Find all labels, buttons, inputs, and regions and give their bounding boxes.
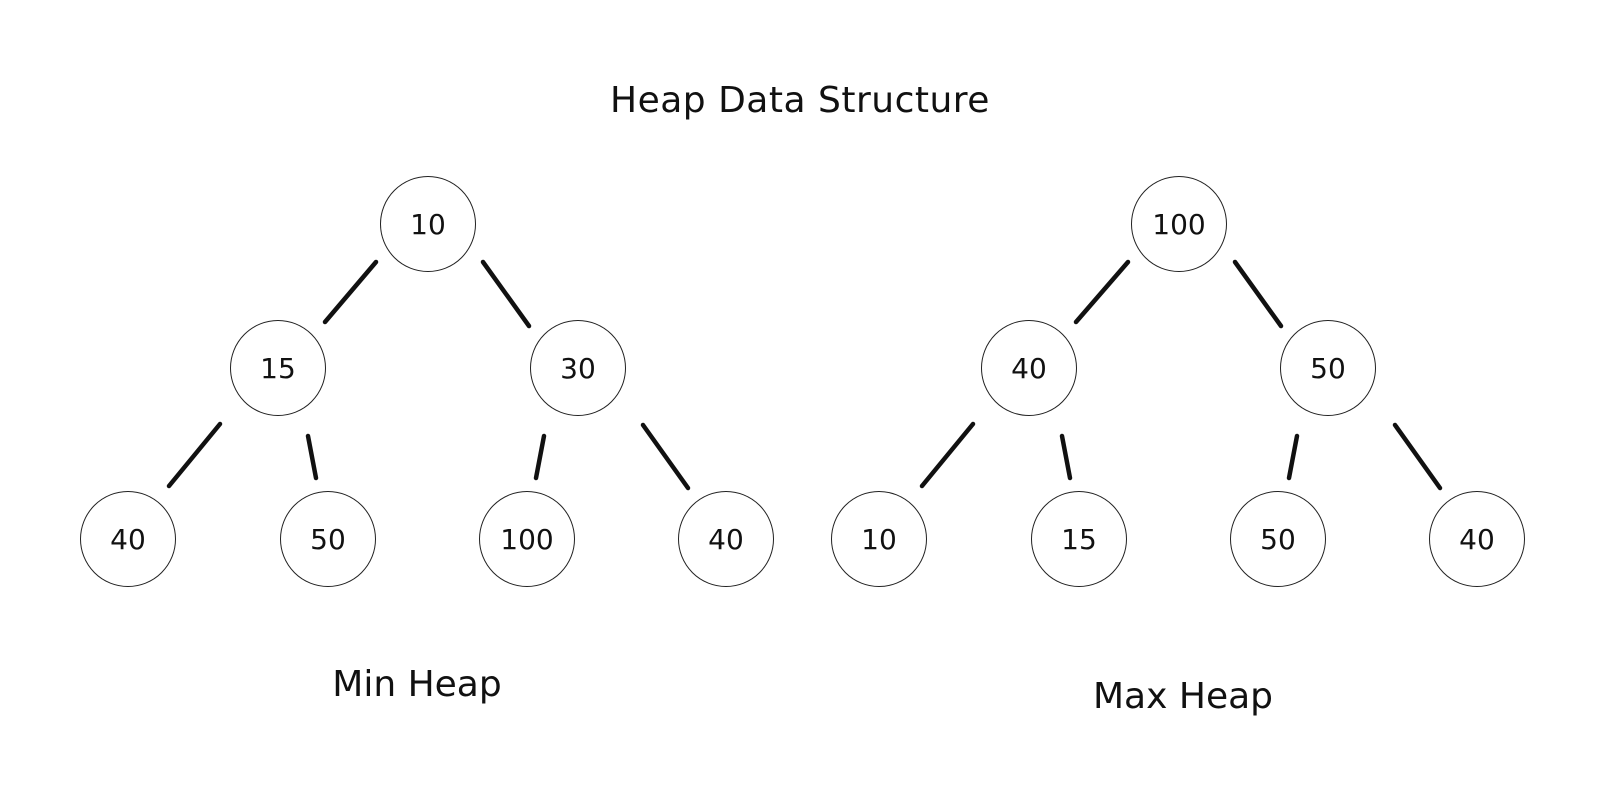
min-heap-node-right: 30 — [530, 320, 626, 416]
min-heap-node-left: 15 — [230, 320, 326, 416]
edge-max-root-right — [1232, 259, 1284, 329]
max-heap-node-leaf-4: 40 — [1429, 491, 1525, 587]
edge-max-root-left — [1073, 259, 1131, 325]
min-heap-node-leaf-1: 40 — [80, 491, 176, 587]
min-heap-node-root: 10 — [380, 176, 476, 272]
edge-max-50-left — [1286, 433, 1300, 481]
max-heap-node-leaf-1: 10 — [831, 491, 927, 587]
edge-max-40-left — [919, 421, 976, 489]
max-heap-node-leaf-2: 15 — [1031, 491, 1127, 587]
edge-max-50-right — [1392, 422, 1443, 491]
edge-min-root-left — [322, 259, 379, 325]
min-heap-label: Min Heap — [332, 664, 502, 705]
min-heap-node-leaf-2: 50 — [280, 491, 376, 587]
min-heap-node-leaf-3: 100 — [479, 491, 575, 587]
max-heap-label: Max Heap — [1093, 676, 1273, 717]
edge-min-15-right — [305, 433, 319, 481]
max-heap-node-leaf-3: 50 — [1230, 491, 1326, 587]
edge-max-40-right — [1059, 433, 1073, 481]
min-heap-node-leaf-4: 40 — [678, 491, 774, 587]
edge-min-root-right — [480, 259, 532, 329]
max-heap-node-left: 40 — [981, 320, 1077, 416]
max-heap-node-right: 50 — [1280, 320, 1376, 416]
max-heap-node-root: 100 — [1131, 176, 1227, 272]
edge-min-30-right — [640, 422, 691, 491]
edge-min-30-left — [533, 433, 547, 481]
edge-min-15-left — [166, 421, 223, 489]
diagram-title: Heap Data Structure — [610, 80, 990, 121]
